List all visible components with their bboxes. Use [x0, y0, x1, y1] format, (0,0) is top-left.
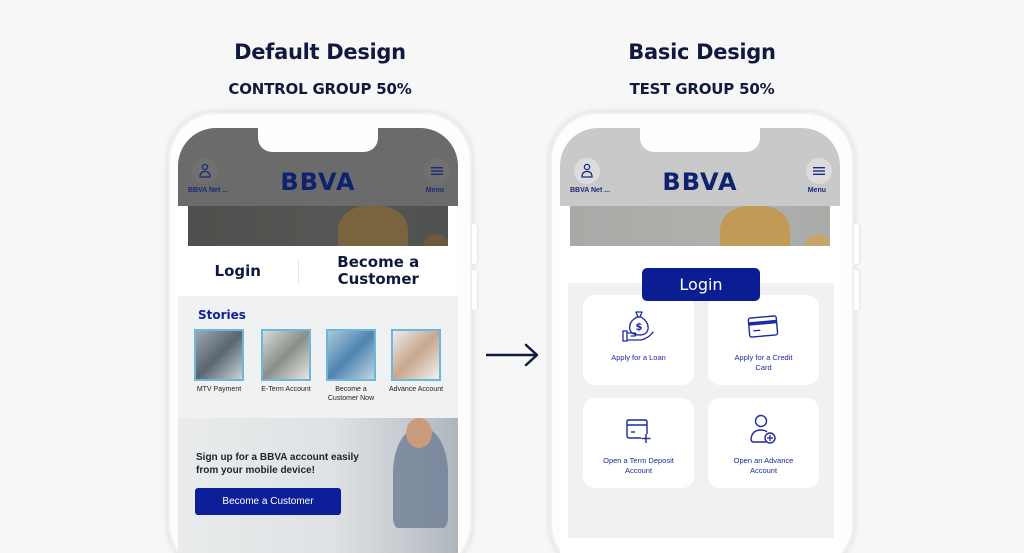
tile-open-advance-account[interactable]: Open an Advance Account: [708, 398, 819, 488]
hamburger-icon: [431, 167, 443, 175]
tile-apply-loan[interactable]: $ Apply for a Loan: [583, 295, 694, 385]
menu-button[interactable]: [424, 158, 450, 184]
tile-label: Apply for a Credit Card: [734, 353, 793, 372]
tab-become-customer[interactable]: Become a Customer: [337, 253, 420, 288]
test-group-label: TEST GROUP 50%: [629, 80, 775, 98]
phone-basic-design: BBVA Net ... BBVA Menu $: [550, 112, 859, 553]
tile-label: Apply for a Loan: [611, 353, 666, 362]
bbva-net-label: BBVA Net ...: [188, 187, 229, 194]
promo-person-head: [406, 418, 432, 448]
user-icon: [199, 163, 211, 178]
hero-ball: [805, 234, 830, 246]
story-thumbnail: [261, 329, 311, 381]
phone-screen: BBVA Net ... BBVA Menu Login Become a Cu…: [178, 128, 458, 553]
money-bag-hand-icon: $: [622, 311, 654, 342]
svg-text:$: $: [636, 322, 643, 333]
quick-actions-panel: $ Apply for a Loan Apply for a Credit Ca…: [568, 283, 834, 538]
promo-banner: Sign up for a BBVA account easily from y…: [178, 418, 458, 553]
menu-label: Menu: [425, 187, 444, 194]
control-group-label: CONTROL GROUP 50%: [228, 80, 412, 98]
story-item[interactable]: Advance Account: [388, 329, 444, 394]
phone-side-button: [854, 270, 859, 310]
become-customer-button[interactable]: Become a Customer: [195, 488, 341, 515]
story-thumbnail: [391, 329, 441, 381]
tile-label: Open a Term Deposit Account: [603, 456, 674, 475]
promo-text: Sign up for a BBVA account easily from y…: [196, 452, 359, 476]
arrow-right-icon: [486, 343, 539, 367]
hero-image: [570, 206, 830, 246]
story-thumbnail: [326, 329, 376, 381]
bottom-area: [560, 538, 840, 553]
phone-side-button: [472, 224, 477, 264]
basic-design-title: Basic Design: [628, 40, 776, 64]
phone-default-design: BBVA Net ... BBVA Menu Login Become a Cu…: [168, 112, 477, 553]
story-item[interactable]: E-Term Account: [258, 329, 314, 394]
phone-screen: BBVA Net ... BBVA Menu $: [560, 128, 840, 553]
card-add-icon: [626, 419, 651, 443]
menu-button[interactable]: [806, 158, 832, 184]
default-design-title: Default Design: [234, 40, 406, 64]
hero-image: [188, 206, 448, 246]
bbva-logo: BBVA: [280, 168, 356, 196]
user-add-icon: [750, 414, 776, 444]
bbva-net-button[interactable]: [574, 158, 600, 184]
story-label: E-Term Account: [261, 386, 311, 393]
phone-notch: [258, 128, 378, 152]
story-item[interactable]: Become a Customer Now: [323, 329, 379, 403]
story-thumbnail: [194, 329, 244, 381]
bbva-net-label: BBVA Net ...: [570, 187, 611, 194]
phone-side-button: [472, 270, 477, 310]
story-item[interactable]: MTV Payment: [191, 329, 247, 394]
login-button[interactable]: Login: [642, 268, 760, 301]
tab-divider: [297, 259, 299, 283]
stories-section: Stories MTV Payment E-Term Account Becom…: [178, 296, 458, 418]
credit-card-icon: [747, 315, 779, 338]
user-icon: [581, 163, 593, 178]
story-label: Advance Account: [388, 386, 444, 393]
tab-login[interactable]: Login: [214, 261, 261, 280]
story-label: MTV Payment: [196, 386, 242, 393]
phone-notch: [640, 128, 760, 152]
phone-side-button: [854, 224, 859, 264]
hero-figure: [720, 206, 790, 246]
bbva-logo: BBVA: [662, 168, 738, 196]
tile-open-term-deposit[interactable]: Open a Term Deposit Account: [583, 398, 694, 488]
story-label: Become a Customer Now: [327, 386, 375, 402]
hamburger-icon: [813, 167, 825, 175]
tile-label: Open an Advance Account: [733, 456, 794, 475]
hero-ball: [423, 234, 448, 246]
tile-apply-credit-card[interactable]: Apply for a Credit Card: [708, 295, 819, 385]
stories-title: Stories: [198, 308, 246, 322]
bbva-net-button[interactable]: [192, 158, 218, 184]
hero-figure: [338, 206, 408, 246]
auth-tabs: Login Become a Customer: [178, 246, 458, 296]
menu-label: Menu: [807, 187, 826, 194]
